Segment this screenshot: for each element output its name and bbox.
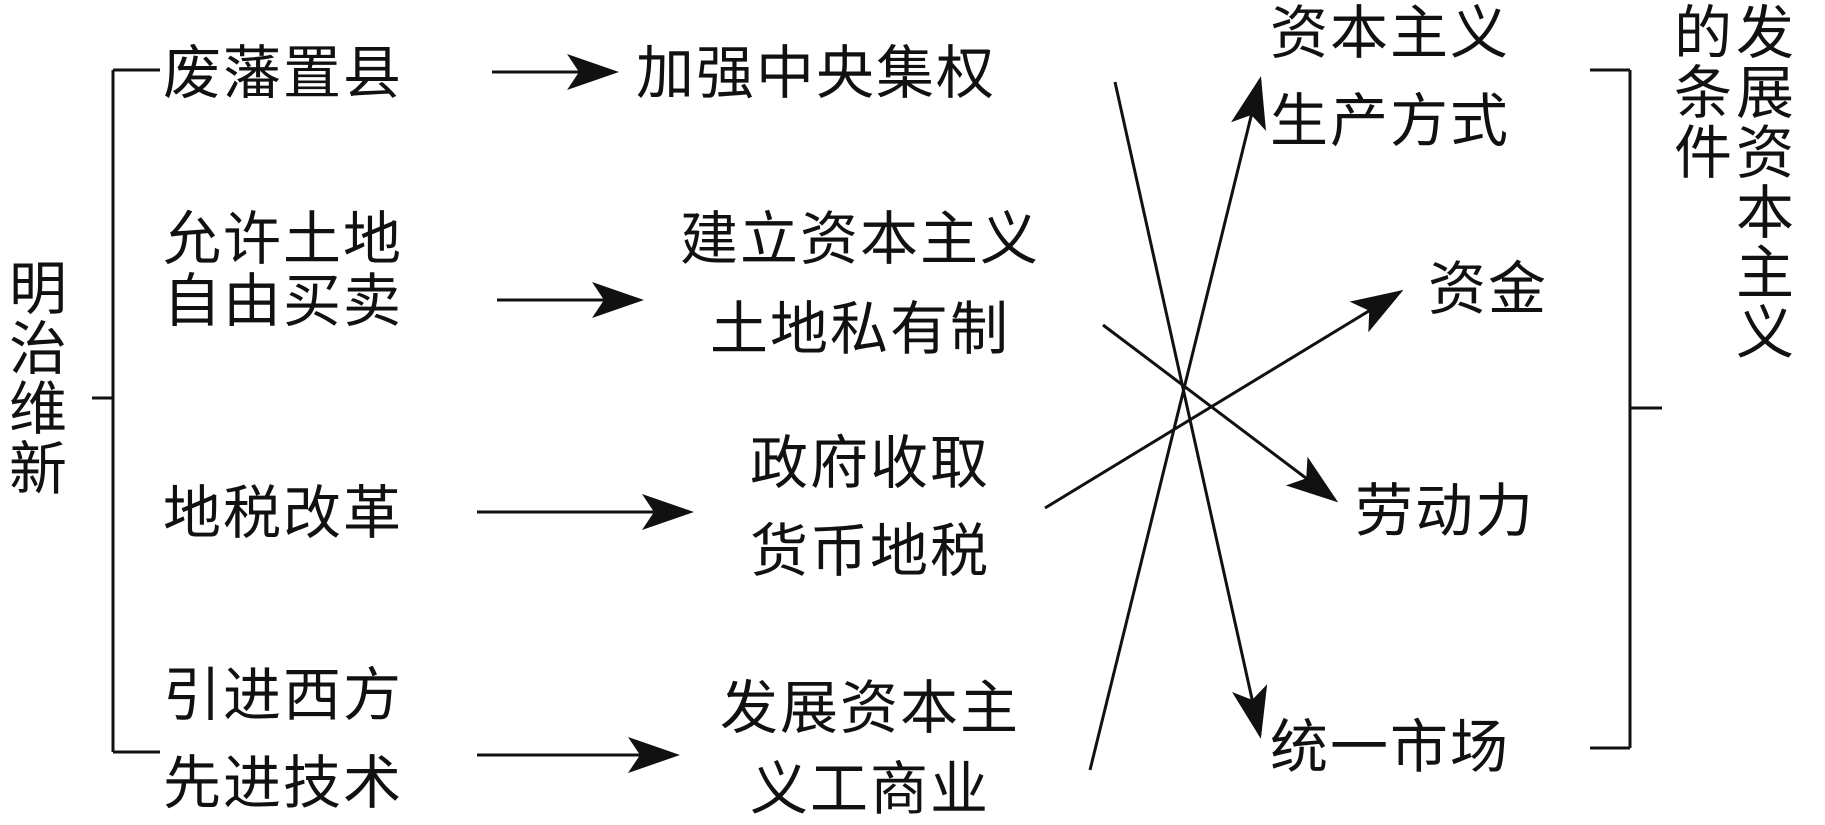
reform-2-line-2: 自由买卖 [163, 267, 404, 335]
reform-4-line-1: 引进西方 [163, 661, 404, 729]
result-3-line-2: 货币地税 [749, 517, 990, 585]
condition-2-line-1: 资金 [1428, 255, 1549, 323]
result-2-line-1: 建立资本主义 [679, 205, 1040, 273]
result-1-line-1: 加强中央集权 [636, 39, 997, 107]
condition-4-line-1: 统一市场 [1270, 713, 1511, 781]
root-label: 明治维新 [0, 258, 67, 498]
reform-2-line-1: 允许土地 [163, 205, 404, 273]
arrow-result-3-to-condition-2 [1044, 289, 1404, 510]
arrow-result-1-to-condition-4 [1113, 81, 1268, 739]
arrow-result-2-to-condition-3 [1102, 323, 1339, 503]
condition-1-line-2: 生产方式 [1270, 87, 1511, 155]
result-4-line-1: 发展资本主 [719, 674, 1020, 742]
root-bracket [92, 68, 160, 754]
reform-1-line-1: 废藩置县 [163, 39, 404, 107]
result-4-line-2: 义工商业 [749, 755, 990, 823]
condition-3-line-1: 劳动力 [1355, 477, 1536, 545]
reform-3-line-1: 地税改革 [163, 479, 404, 547]
summary-bracket [1590, 68, 1662, 750]
result-2-line-2: 土地私有制 [709, 295, 1010, 363]
summary-label: 发展资本主义的条件 [1664, 2, 1794, 362]
reform-4-line-2: 先进技术 [163, 749, 404, 817]
condition-1-line-1: 资本主义 [1270, 0, 1511, 67]
arrow-result-4-to-condition-1 [1088, 76, 1266, 771]
result-3-line-1: 政府收取 [749, 429, 990, 497]
